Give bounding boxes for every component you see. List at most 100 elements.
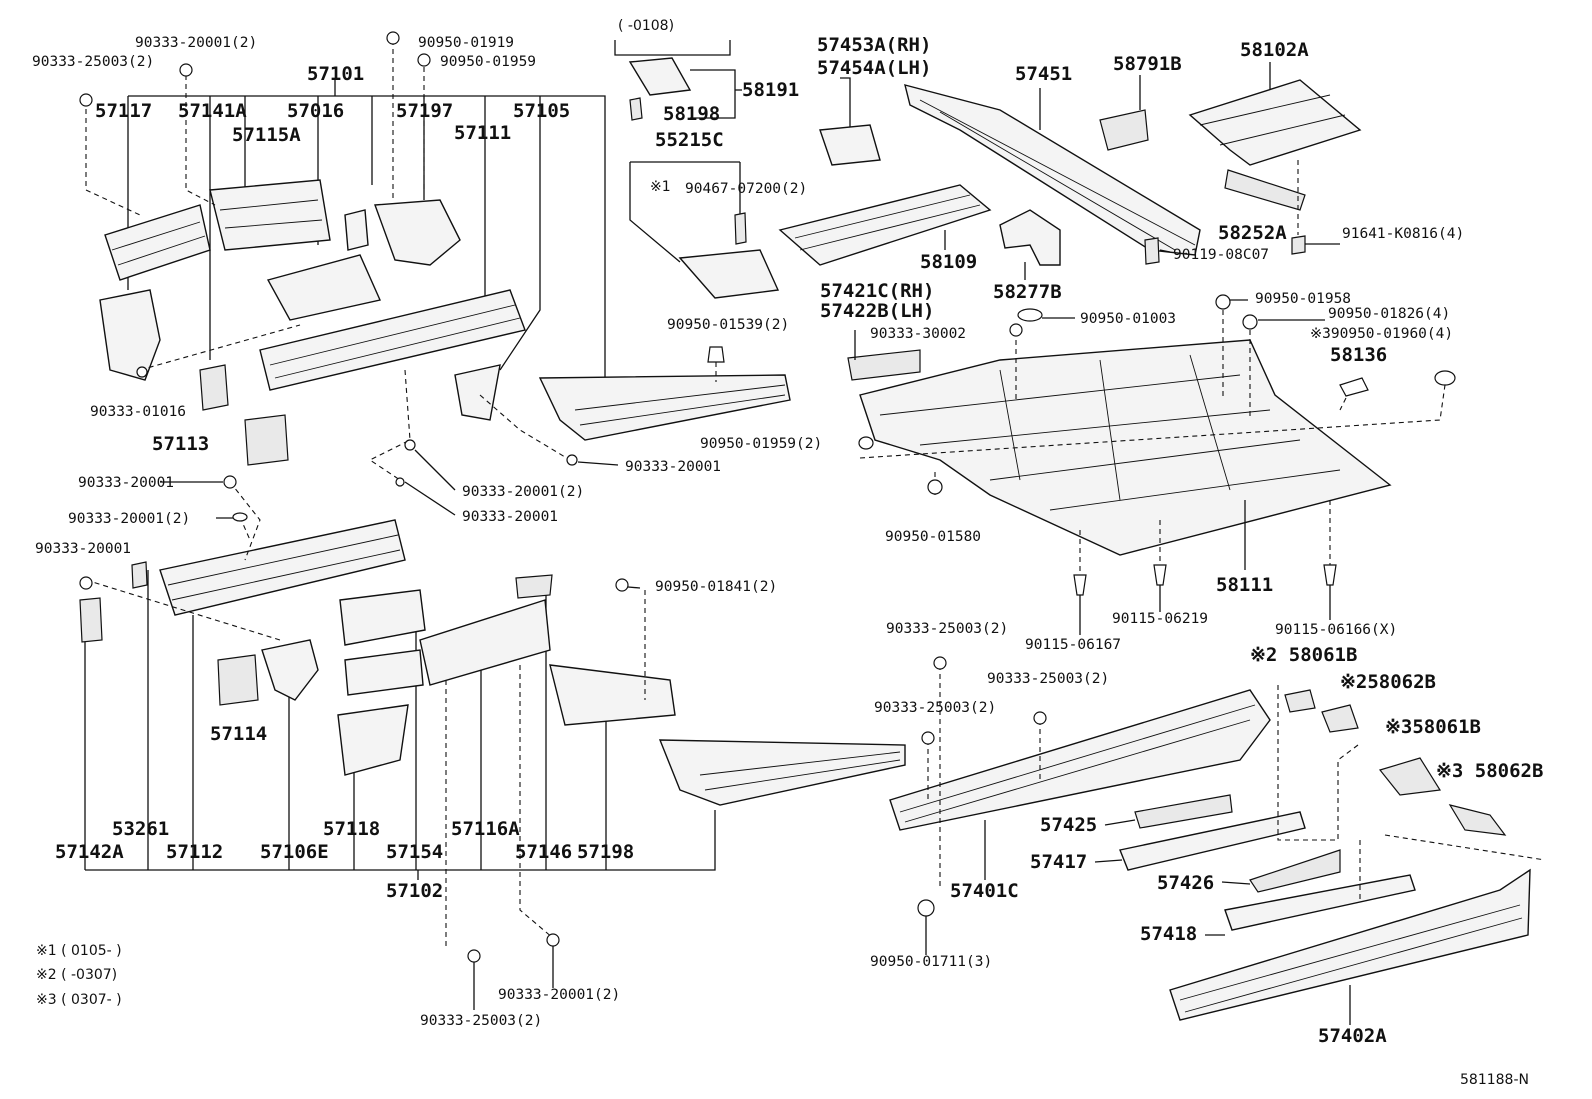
label-57116A: 57116A (451, 818, 520, 840)
label-58062B-2: ※258062B (1340, 671, 1436, 693)
part-58191 (628, 57, 692, 96)
label-90333-25003-r1: 90333-25003(2) (886, 621, 1009, 637)
note-2: ※2 ( -0307) (36, 967, 118, 983)
part-57425 (1134, 794, 1233, 829)
label-90115-06167: 90115-06167 (1025, 637, 1122, 653)
label-58198: 58198 (663, 103, 721, 125)
label-90333-25003-r3: 90333-25003(2) (874, 700, 997, 716)
label-90950-01959-top: 90950-01959 (440, 54, 537, 70)
part-57146 (515, 574, 553, 599)
label-57102: 57102 (386, 880, 444, 902)
part-57112-rail (159, 519, 406, 616)
label-57101: 57101 (307, 63, 365, 85)
label-90333-01016: 90333-01016 (90, 404, 187, 420)
label-90333-25003-top: 90333-25003(2) (32, 54, 155, 70)
label-90333-20001-a: 90333-20001 (625, 459, 722, 475)
note-1: ※1 ( 0105- ) (36, 943, 122, 959)
label-57402A: 57402A (1318, 1025, 1387, 1047)
part-57421C (847, 349, 921, 381)
label-57453A: 57453A(RH) (817, 34, 932, 56)
part-58062B-3 (1448, 804, 1507, 836)
part-57105 (454, 364, 501, 421)
part-57113-small (199, 364, 229, 411)
part-58102A (1188, 79, 1362, 166)
label-58061B-2: ※2 58061B (1250, 644, 1358, 666)
part-sill-upper-left (538, 374, 791, 441)
label-90467-07200: 90467-07200(2) (685, 181, 808, 197)
part-58791B (1099, 109, 1149, 151)
label-90950-01826: 90950-01826(4) (1328, 306, 1451, 322)
part-58109 (778, 184, 992, 266)
label-57016: 57016 (287, 100, 345, 122)
part-58061B-2 (1284, 689, 1316, 713)
label-58111: 58111 (1216, 574, 1274, 596)
label-53261: 53261 (112, 818, 170, 840)
part-57114 (217, 654, 259, 706)
label-58136: 58136 (1330, 344, 1388, 366)
label-90950-01711: 90950-01711(3) (870, 954, 993, 970)
label-57118: 57118 (323, 818, 381, 840)
label-57112: 57112 (166, 841, 224, 863)
label-57105: 57105 (513, 100, 571, 122)
label-57111: 57111 (454, 122, 512, 144)
part-57113 (244, 414, 289, 466)
label-57454A: 57454A(LH) (817, 57, 932, 79)
label-90950-01919: 90950-01919 (418, 35, 515, 51)
group-57101-bracket (128, 95, 606, 420)
label-90950-01960: ※390950-01960(4) (1310, 326, 1454, 342)
label-90950-01003: 90950-01003 (1080, 311, 1177, 327)
label-top-range: ( -0108) (618, 18, 675, 34)
label-57197: 57197 (396, 100, 454, 122)
label-57141A: 57141A (178, 100, 247, 122)
label-90333-20001-2-bot: 90333-20001(2) (498, 987, 621, 1003)
label-58062B-3: ※3 58062B (1436, 760, 1544, 782)
part-90467-07200 (734, 212, 747, 245)
label-58791B: 58791B (1113, 53, 1182, 75)
part-57426 (1249, 849, 1341, 893)
part-57197 (374, 199, 461, 266)
label-90333-20001-top: 90333-20001(2) (135, 35, 258, 51)
label-55215C: 55215C (655, 129, 724, 151)
part-57118 (337, 704, 409, 776)
label-90333-20001-2-mid: 90333-20001(2) (462, 484, 585, 500)
label-58277B: 58277B (993, 281, 1062, 303)
label-90333-30002: 90333-30002 (870, 326, 967, 342)
part-57453A (819, 124, 881, 166)
part-57198 (549, 664, 676, 726)
label-90333-20001-b: 90333-20001 (462, 509, 559, 525)
part-57401C (889, 689, 1271, 831)
label-57106E: 57106E (260, 841, 329, 863)
label-90115-06219: 90115-06219 (1112, 611, 1209, 627)
label-57401C: 57401C (950, 880, 1019, 902)
label-57425: 57425 (1040, 814, 1098, 836)
part-57117-rail (104, 204, 211, 281)
label-57142A: 57142A (55, 841, 124, 863)
label-57421C: 57421C(RH) (820, 280, 935, 302)
label-57422B: 57422B(LH) (820, 300, 935, 322)
label-57418: 57418 (1140, 923, 1198, 945)
label-90333-25003-2-bot: 90333-25003(2) (420, 1013, 543, 1029)
label-90119-08C07: 90119-08C07 (1173, 247, 1270, 263)
label-90950-01841: 90950-01841(2) (655, 579, 778, 595)
label-57114: 57114 (210, 723, 268, 745)
part-53261 (131, 561, 148, 589)
label-90333-20001-d: 90333-20001 (35, 541, 132, 557)
label-57113: 57113 (152, 433, 210, 455)
label-ref-code: 581188-N (1460, 1072, 1529, 1088)
part-57142A (79, 597, 103, 643)
part-57154 (339, 589, 426, 646)
label-90950-01959-2: 90950-01959(2) (700, 436, 823, 452)
label-90333-20001-2-left: 90333-20001(2) (68, 511, 191, 527)
label-57417: 57417 (1030, 851, 1088, 873)
part-58061B-3 (1378, 757, 1442, 796)
part-sill-lower-left (658, 739, 906, 806)
label-57117: 57117 (95, 100, 153, 122)
label-90950-01539: 90950-01539(2) (667, 317, 790, 333)
part-57106E (261, 639, 319, 701)
group-57102-bracket (85, 810, 716, 871)
label-58252A: 58252A (1218, 222, 1287, 244)
label-90333-25003-r2: 90333-25003(2) (987, 671, 1110, 687)
part-58277B (999, 209, 1061, 266)
